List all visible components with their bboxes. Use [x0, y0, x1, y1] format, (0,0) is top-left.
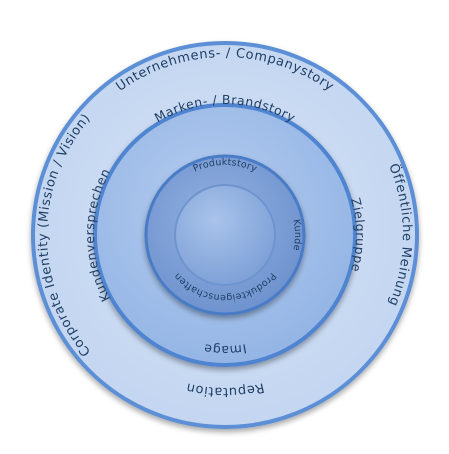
middle-label-bottom: Image: [203, 341, 248, 358]
inner-label-right: Kunde: [290, 218, 303, 251]
outer-label-bottom: Reputation: [185, 379, 266, 399]
core-circle: [174, 184, 276, 286]
middle-label-right: Zielgruppe: [348, 196, 368, 274]
